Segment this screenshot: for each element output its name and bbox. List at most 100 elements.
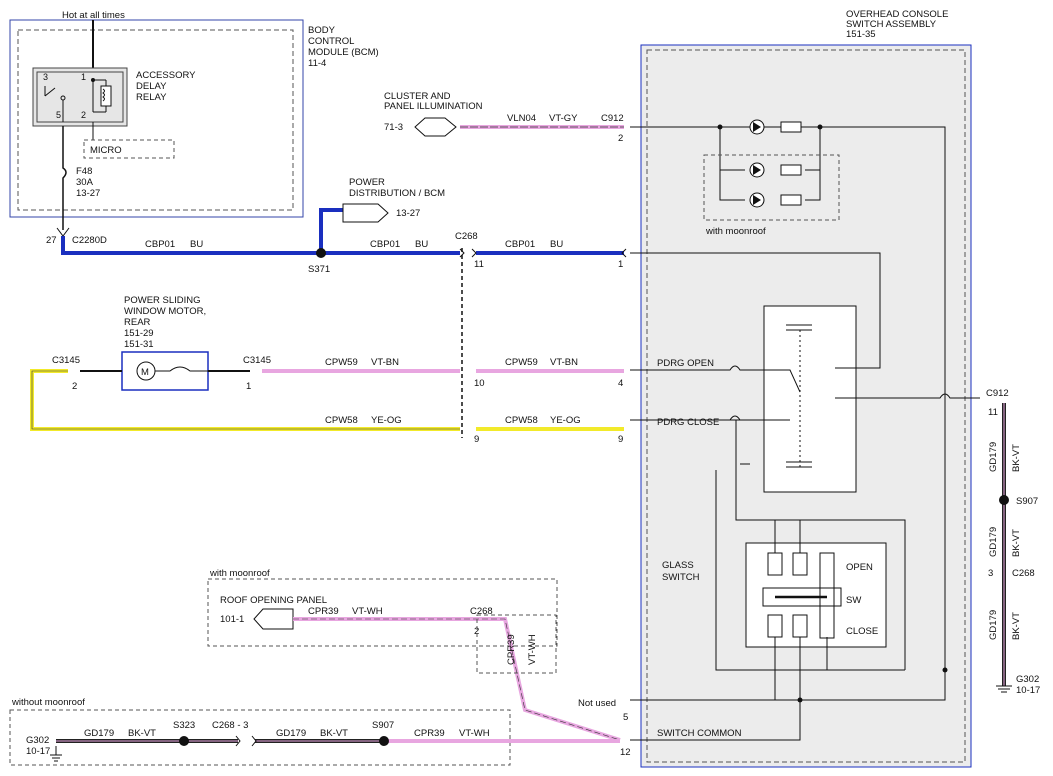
power-dist-wire (319, 208, 343, 253)
right-ref: 10-17 (1016, 685, 1040, 696)
cpw59-pin10: 10 (474, 378, 485, 389)
glass-close: CLOSE (846, 626, 878, 637)
roof-circuit: CPR39 (308, 606, 339, 617)
s371-splice (316, 248, 326, 258)
relay-coil (100, 85, 112, 107)
bottom-s323: S323 (173, 720, 195, 731)
relay-name-1: ACCESSORY (136, 70, 196, 81)
vln04-circuit: VLN04 (507, 113, 536, 124)
console-pin12: 12 (620, 747, 631, 758)
common-node-2 (942, 667, 948, 673)
pdrg-coils (786, 324, 812, 468)
bottom-ref: 10-17 (26, 746, 50, 757)
relay-pin3: 3 (43, 72, 48, 82)
glass-contact-3 (819, 552, 835, 639)
c3145-left: C3145 (52, 355, 80, 366)
glass-wiring (715, 420, 906, 671)
console-name-1: OVERHEAD CONSOLE (846, 9, 948, 20)
roof-moonroof-label: with moonroof (209, 568, 270, 579)
bottom-cpr: CPR39 (414, 728, 445, 739)
bottom-cprcol: VT-WH (459, 728, 490, 739)
relay-name-3: RELAY (136, 92, 167, 103)
fuse-2: 30A (76, 177, 94, 188)
bcm-name-1: BODY (308, 25, 336, 36)
roof-connector (253, 608, 294, 630)
cpw59-col1: VT-BN (371, 357, 399, 368)
roof-color: VT-WH (352, 606, 383, 617)
bcm-name-2: CONTROL (308, 36, 354, 47)
right-gd1: GD179 (988, 442, 999, 472)
bcm-pin27: 27 (46, 235, 57, 246)
roof-v-color: VT-WH (527, 634, 538, 665)
cpw59-pin4: 4 (618, 378, 623, 389)
console-inner (646, 49, 966, 763)
motor-name-1: POWER SLIDING (124, 295, 201, 306)
right-s907: S907 (1016, 496, 1038, 507)
cpw58-c1: CPW58 (325, 415, 358, 426)
s323-splice (179, 736, 189, 746)
roof-name: ROOF OPENING PANEL (220, 595, 327, 606)
right-gd3: GD179 (988, 610, 999, 640)
cluster-connector (414, 117, 457, 137)
bottom-col2: BK-VT (320, 728, 348, 739)
cbp-circuit-2: CBP01 (370, 239, 400, 250)
cpw58-outline (31, 370, 460, 430)
cpw59-c1: CPW59 (325, 357, 358, 368)
pdrg-open-label: PDRG OPEN (657, 358, 714, 369)
led-node (717, 124, 723, 130)
cpr39-wire (293, 617, 621, 742)
right-col2: BK-VT (1011, 529, 1022, 557)
pdrg-switch-box (763, 305, 857, 493)
cluster-name-2: PANEL ILLUMINATION (384, 101, 483, 112)
cbp-circuit-1: CBP01 (145, 239, 175, 250)
roof-splice-box (476, 614, 557, 674)
hot-label: Hot at all times (62, 10, 125, 21)
cpw58-col2: YE-OG (550, 415, 581, 426)
switch-common: SWITCH COMMON (657, 728, 742, 739)
roof-box (207, 578, 558, 647)
pdrg-wiring (630, 365, 801, 421)
led-moonroof-box (703, 154, 840, 221)
power-dist-name-2: DISTRIBUTION / BCM (349, 188, 445, 199)
right-c268: C268 (1012, 568, 1035, 579)
common-wire-2 (630, 700, 801, 741)
roof-v-circuit: CPR39 (506, 634, 517, 665)
cbp-pin11: 11 (474, 259, 484, 270)
common-node (797, 697, 803, 703)
s371-label: S371 (308, 264, 330, 275)
motor-internal (155, 366, 208, 372)
c3145-left-pin: 2 (72, 381, 77, 392)
c3145-right-pin: 1 (246, 381, 251, 392)
led-3 (749, 192, 802, 208)
led-1 (749, 119, 802, 135)
micro-box (83, 139, 175, 159)
console-name-3: 151-35 (846, 29, 876, 40)
glass-contact-4 (767, 614, 783, 638)
right-c912: C912 (986, 388, 1009, 399)
common-wire (630, 385, 946, 701)
bottom-label: without moonroof (11, 697, 85, 708)
right-col3: BK-VT (1011, 612, 1022, 640)
cpw58-c2: CPW58 (505, 415, 538, 426)
c912-label: C912 (601, 113, 624, 124)
bottom-ground-icon (50, 746, 62, 762)
cbp-arrows (459, 248, 627, 258)
cpw59-c2: CPW59 (505, 357, 538, 368)
right-col1: BK-VT (1011, 444, 1022, 472)
cbp-pin1: 1 (618, 259, 623, 270)
relay-pin2: 2 (81, 110, 86, 120)
glass-sw: SW (846, 595, 861, 606)
led-wiring (630, 126, 946, 385)
cbp01-wire-1 (61, 236, 460, 255)
power-dist-connector (342, 203, 389, 223)
roof-pin: 2 (474, 626, 479, 637)
vln04-color: VT-GY (549, 113, 578, 124)
motor-name-4: 151-29 (124, 328, 154, 339)
motor-name-5: 151-31 (124, 339, 154, 350)
fuse-3: 13-27 (76, 188, 100, 199)
pdrg-close-label: PDRG CLOSE (657, 417, 719, 428)
console-pin5: 5 (623, 712, 628, 723)
led-2 (749, 162, 802, 178)
led-node-2 (817, 124, 823, 130)
